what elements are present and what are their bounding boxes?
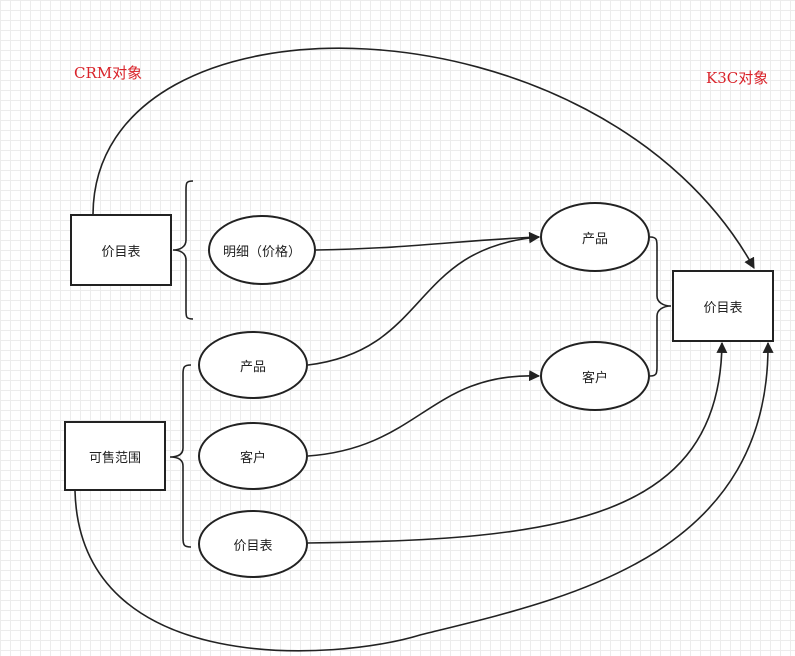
k3c-product-node[interactable]: 产品: [540, 202, 650, 272]
arc-top: [92, 47, 755, 269]
crm-scope-price-list-node[interactable]: 价目表: [198, 510, 308, 578]
crm-sales-scope-node[interactable]: 可售范围: [64, 421, 166, 491]
brace-k3c: [649, 236, 672, 377]
k3c-price-list-node[interactable]: 价目表: [672, 270, 774, 342]
arrow-product-to-product: [307, 232, 541, 366]
crm-product-node[interactable]: 产品: [198, 331, 308, 399]
k3c-customer-node[interactable]: 客户: [540, 341, 650, 411]
k3c-objects-label: K3C对象: [706, 69, 769, 87]
arc-bottom: [74, 341, 774, 652]
crm-detail-price-node[interactable]: 明细（价格）: [208, 215, 316, 285]
arrow-detail-to-product: [315, 231, 541, 251]
brace-sales-scope: [169, 364, 192, 548]
crm-customer-node[interactable]: 客户: [198, 422, 308, 490]
crm-price-list-node[interactable]: 价目表: [70, 214, 172, 286]
brace-price-list: [172, 180, 194, 320]
arrow-scope-price-to-k3c: [306, 341, 728, 544]
crm-objects-label: CRM对象: [74, 64, 143, 82]
arrow-customer-to-customer: [307, 370, 541, 457]
